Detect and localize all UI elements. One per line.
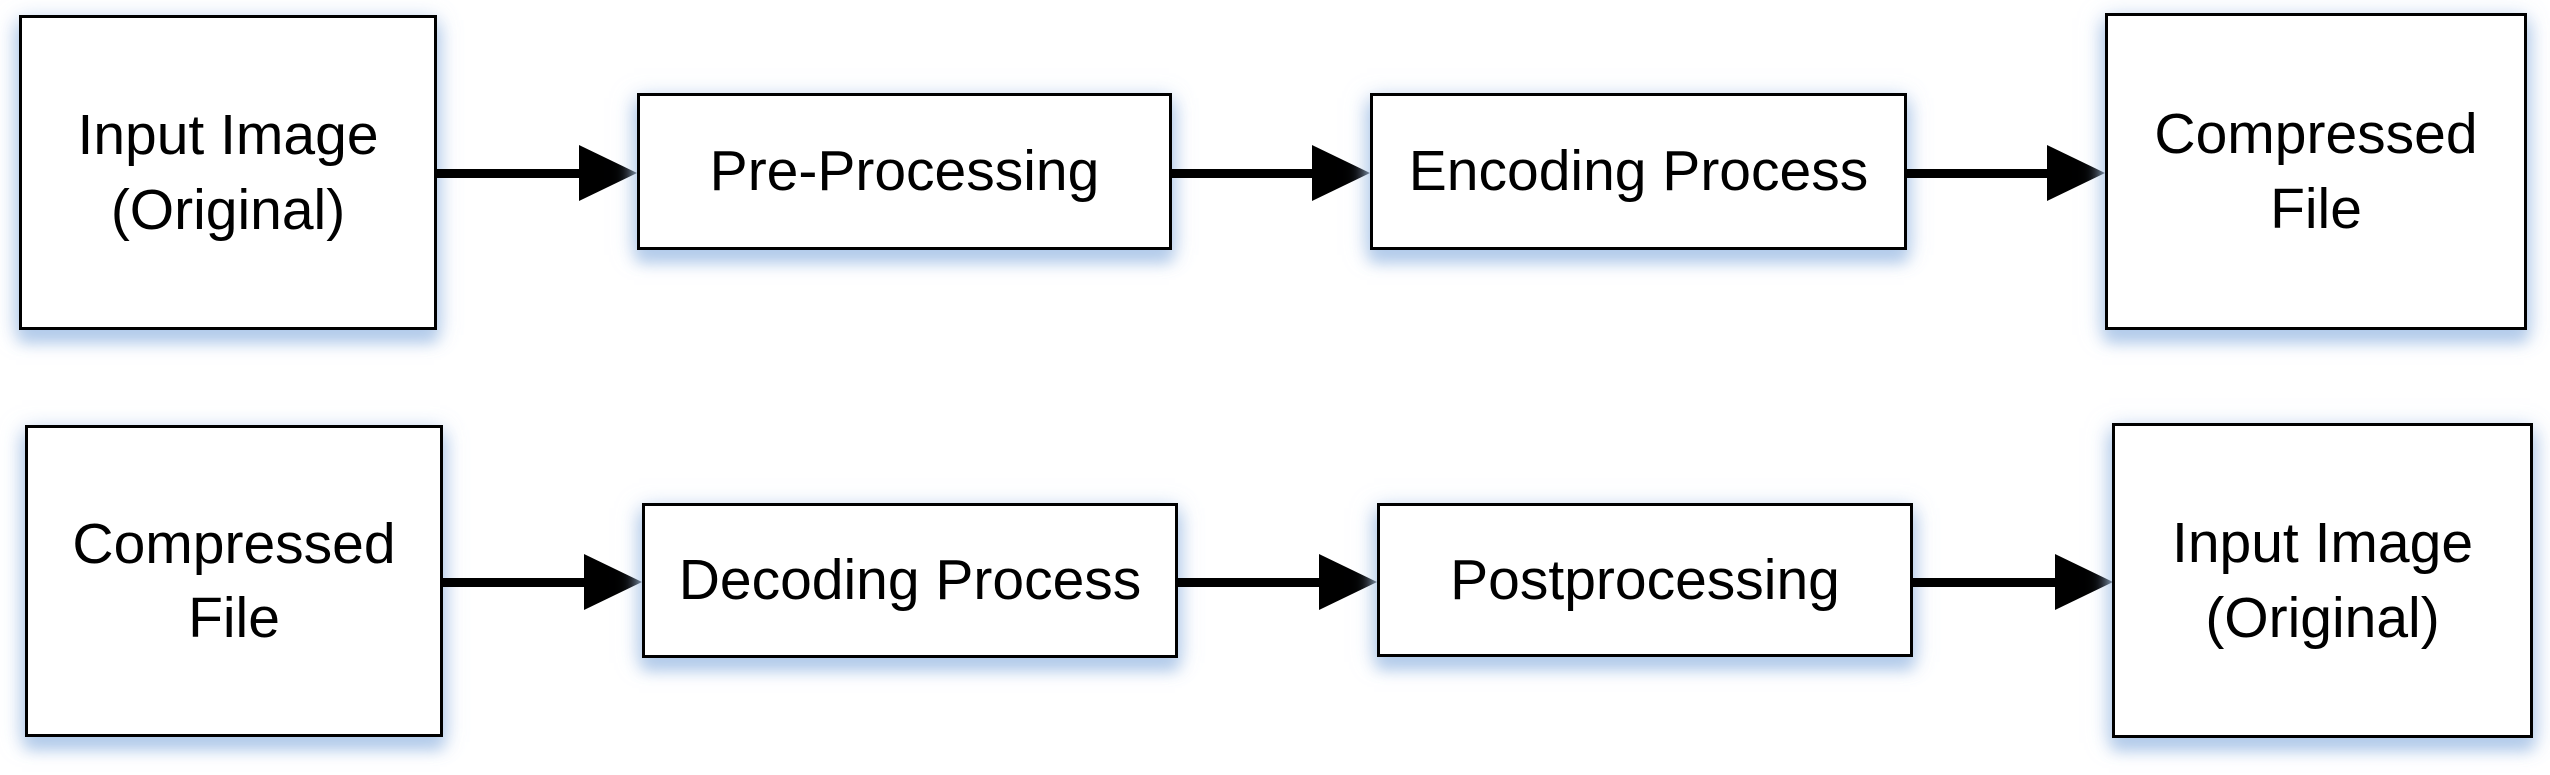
node-label: Pre-Processing — [709, 139, 1100, 204]
enc-node-pre-processing: Pre-Processing — [637, 93, 1172, 250]
arrow-encoding-to-compressed-file — [1907, 145, 2105, 201]
enc-node-compressed-file: Compressed File — [2105, 13, 2527, 330]
node-label: Decoding Process — [678, 548, 1142, 613]
dec-node-decoding-process: Decoding Process — [642, 503, 1178, 658]
arrow-shaft — [437, 168, 579, 178]
arrow-shaft — [443, 577, 584, 587]
dec-node-compressed-file: Compressed File — [25, 425, 443, 737]
arrow-decoding-to-postprocessing — [1178, 554, 1377, 610]
dec-node-input-image: Input Image (Original) — [2112, 423, 2533, 738]
dec-node-postprocessing: Postprocessing — [1377, 503, 1913, 657]
arrowhead — [2047, 145, 2105, 201]
enc-node-input-image: Input Image (Original) — [19, 15, 437, 330]
arrowhead — [584, 554, 642, 610]
arrow-shaft — [1178, 577, 1319, 587]
node-label: Postprocessing — [1450, 547, 1840, 612]
node-label: Input Image (Original) — [77, 103, 379, 242]
arrowhead — [579, 145, 637, 201]
node-label: Input Image (Original) — [2171, 511, 2474, 650]
node-label: Compressed File — [2154, 102, 2478, 241]
arrowhead — [1312, 145, 1370, 201]
arrow-preprocessing-to-encoding — [1172, 145, 1370, 201]
arrow-shaft — [1172, 168, 1312, 178]
arrow-shaft — [1907, 168, 2047, 178]
arrow-postprocessing-to-output — [1913, 554, 2113, 610]
node-label: Compressed File — [72, 511, 396, 650]
arrowhead — [2055, 554, 2113, 610]
arrowhead — [1319, 554, 1377, 610]
arrow-compressed-file-to-decoding — [443, 554, 642, 610]
enc-node-encoding-process: Encoding Process — [1370, 93, 1907, 250]
arrow-shaft — [1913, 577, 2055, 587]
node-label: Encoding Process — [1408, 139, 1869, 204]
arrow-input-to-preprocessing — [437, 145, 637, 201]
